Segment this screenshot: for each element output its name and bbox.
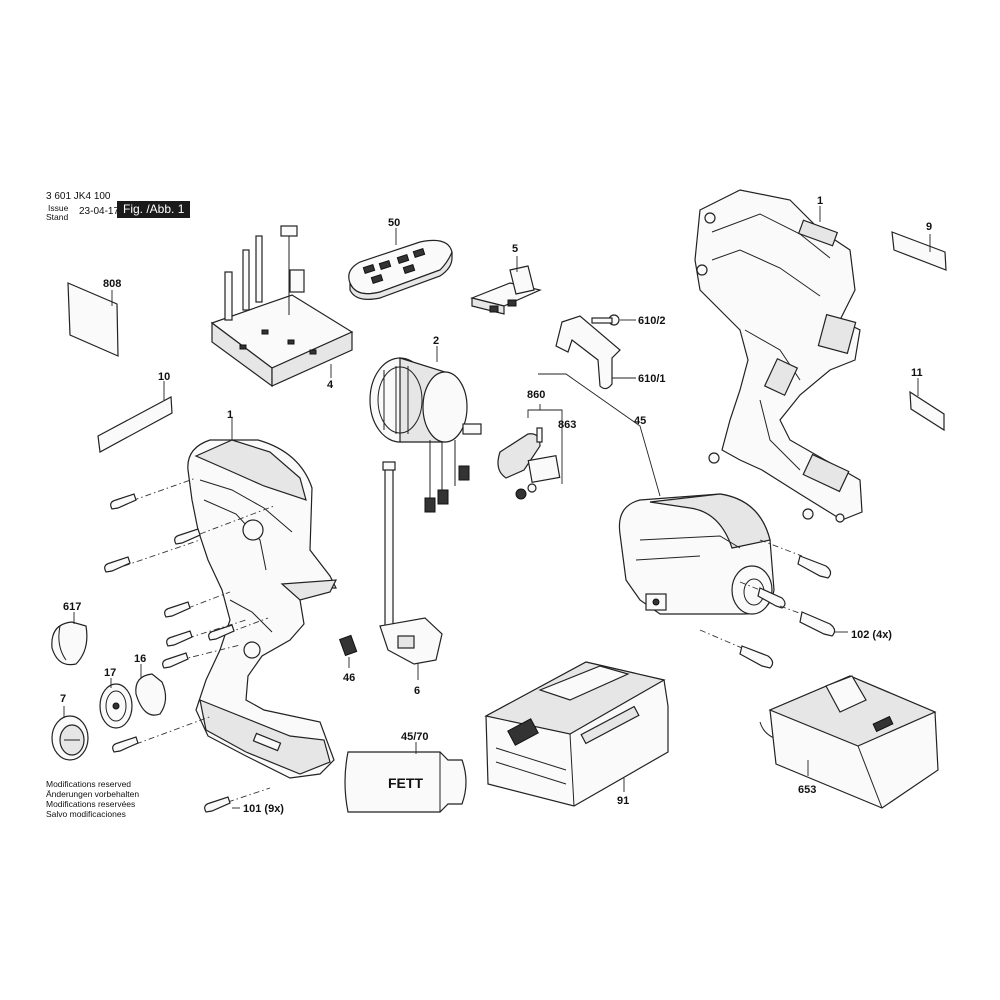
issue-date: 23-04-17 — [79, 206, 120, 217]
switch-5 — [470, 256, 542, 315]
battery-91 — [484, 661, 669, 807]
label-6: 6 — [414, 685, 420, 697]
control-panel-50 — [348, 228, 453, 300]
screw-101-d — [164, 591, 231, 618]
label-610-2: 610/2 — [638, 315, 666, 327]
label-102: 102 (4x) — [851, 629, 892, 641]
led-cable-6 — [379, 461, 443, 680]
note-es: Salvo modificaciones — [46, 809, 126, 819]
label-11: 11 — [911, 367, 923, 379]
cover-17 — [99, 678, 133, 729]
screw-102-c — [779, 605, 848, 637]
screw-101-f — [208, 617, 269, 641]
electronics-module-4 — [210, 225, 354, 388]
grease-tube-45-70 — [344, 742, 467, 813]
cover-617 — [51, 612, 88, 666]
gear-parts-860-863 — [497, 404, 563, 500]
knob-7 — [51, 706, 89, 761]
label-653: 653 — [798, 784, 816, 796]
screw-610-2 — [591, 314, 636, 326]
label-9: 9 — [926, 221, 932, 233]
label-1-left: 1 — [227, 409, 233, 421]
screw-101-g — [162, 644, 241, 669]
screw-101-e — [166, 619, 247, 647]
label-sticker-808 — [67, 282, 119, 357]
cover-16 — [135, 664, 167, 716]
spring-46 — [338, 634, 358, 668]
housing-half-left-1 — [187, 418, 338, 779]
doc-number: 3 601 JK4 100 — [46, 191, 111, 202]
label-617: 617 — [63, 601, 81, 613]
fett-label: FETT — [388, 775, 423, 791]
note-fr: Modifications reservées — [46, 799, 136, 809]
label-101: 101 (9x) — [243, 803, 284, 815]
screw-101-h — [112, 715, 213, 753]
screw-102-a — [759, 539, 832, 579]
label-sticker-9 — [891, 231, 947, 271]
housing-half-right-1 — [694, 189, 863, 523]
label-16: 16 — [134, 653, 146, 665]
label-sticker-11 — [909, 378, 945, 432]
label-46: 46 — [343, 672, 355, 684]
label-45: 45 — [634, 415, 646, 427]
note-de: Änderungen vorbehalten — [46, 789, 140, 799]
label-5: 5 — [512, 243, 518, 255]
switch-lever-610-1 — [555, 315, 636, 390]
screws-102 — [699, 539, 848, 669]
label-808: 808 — [103, 278, 121, 290]
label-10: 10 — [158, 371, 170, 383]
label-17: 17 — [104, 667, 116, 679]
screw-101-c — [104, 539, 201, 573]
label-1-right: 1 — [817, 195, 823, 207]
gear-housing-45 — [538, 373, 775, 615]
label-50: 50 — [388, 217, 400, 229]
label-863: 863 — [558, 419, 576, 431]
label-sticker-10 — [97, 381, 173, 453]
label-860: 860 — [527, 389, 545, 401]
label-610-1: 610/1 — [638, 373, 666, 385]
label-7: 7 — [60, 693, 66, 705]
label-45-70: 45/70 — [401, 731, 429, 743]
screw-102-d — [699, 629, 774, 669]
screw-102-b — [739, 581, 786, 609]
modification-notes: Modifications reserved Änderungen vorbeh… — [46, 779, 139, 819]
issue-label: Issue — [48, 203, 69, 213]
screw-101-b — [174, 505, 275, 545]
label-2: 2 — [433, 335, 439, 347]
label-4: 4 — [327, 379, 334, 391]
screw-101-i — [204, 787, 271, 813]
screw-101-a — [110, 477, 197, 510]
figure-title: Fig. /Abb. 1 — [117, 201, 191, 218]
screws-101 — [104, 477, 275, 813]
motor-2 — [369, 346, 482, 513]
charger-653 — [759, 675, 939, 809]
stand-label: Stand — [46, 212, 69, 222]
label-91: 91 — [617, 795, 629, 807]
note-en: Modifications reserved — [46, 779, 132, 789]
